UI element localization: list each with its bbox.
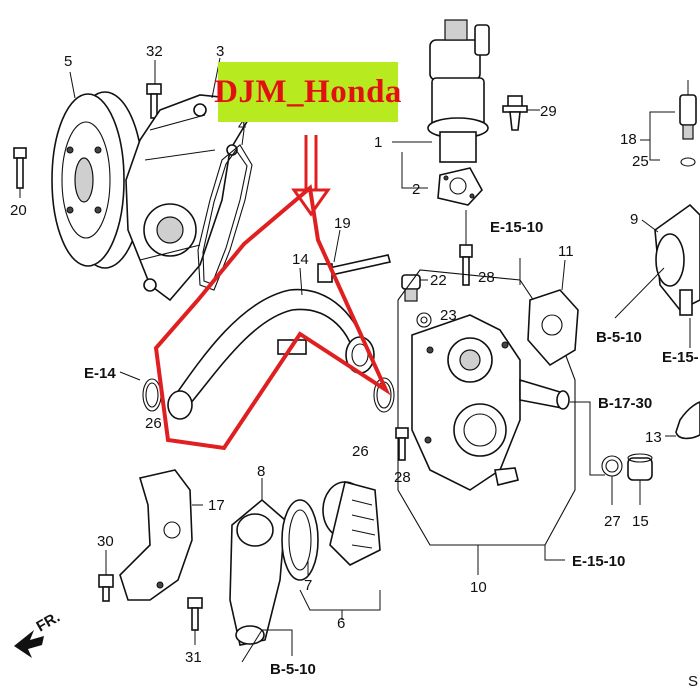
thermostat-part-6	[299, 481, 381, 620]
sensor-part-18	[640, 80, 697, 161]
callout-29: 29	[540, 103, 557, 120]
sensor-part-22	[401, 274, 428, 302]
bolt-part-19	[317, 229, 392, 283]
outlet-part-9	[641, 203, 700, 348]
b5-10-right-leader	[614, 267, 665, 319]
clamp-part-27	[601, 455, 623, 505]
hose-part-13	[665, 401, 700, 440]
callout-3: 3	[216, 43, 224, 60]
bolt-part-32	[146, 60, 162, 119]
callout-11: 11	[558, 243, 574, 260]
callout-6: 6	[337, 615, 345, 632]
watermark-banner: DJM_Honda	[214, 62, 401, 122]
callout-19: 19	[334, 215, 351, 232]
callout-27: 27	[604, 513, 621, 530]
callout-9: 9	[630, 211, 638, 228]
b17-30-leader	[570, 401, 605, 476]
callout-20: 20	[10, 202, 27, 219]
callout-28-lower: 28	[394, 469, 411, 486]
callout-23: 23	[440, 307, 457, 324]
thermostat-housing-part-10	[411, 314, 570, 491]
water-passage-part-8	[229, 478, 286, 646]
ref-e15-right: E-15-	[662, 349, 699, 366]
callout-22: 22	[430, 272, 447, 289]
front-marker-label: FR.	[34, 609, 63, 636]
bolt-part-28-upper	[459, 210, 473, 286]
egr-valve-part-1	[392, 19, 490, 163]
ref-b5-10-bottom: B-5-10	[270, 661, 316, 678]
red-down-arrow	[291, 135, 331, 217]
ref-b17-30: B-17-30	[598, 395, 652, 412]
highlight-outline	[153, 184, 391, 451]
callout-2: 2	[412, 181, 420, 198]
bolt-part-30	[98, 550, 114, 602]
b5-10-bottom-leader	[241, 629, 293, 663]
pulley-part-5	[51, 71, 144, 269]
e14-leader	[119, 371, 141, 381]
callout-5: 5	[64, 53, 72, 70]
o-ring-part-7	[281, 499, 319, 581]
corner-code: S	[688, 673, 698, 690]
ref-b5-10-right: B-5-10	[596, 329, 642, 346]
washer-part-25	[680, 157, 696, 167]
callout-1: 1	[374, 134, 382, 151]
bolt-part-31	[187, 597, 203, 645]
callout-32: 32	[146, 43, 163, 60]
bolt-part-20	[13, 147, 27, 198]
callout-10: 10	[470, 579, 487, 596]
callout-13: 13	[645, 429, 662, 446]
sensor-part-29	[502, 95, 540, 131]
callout-25: 25	[632, 153, 649, 170]
callout-17: 17	[208, 497, 225, 514]
callout-26-left: 26	[145, 415, 162, 432]
callout-8: 8	[257, 463, 265, 480]
ref-e14: E-14	[84, 365, 116, 382]
o-ring-part-26-left	[142, 378, 162, 412]
callout-18: 18	[620, 131, 637, 148]
callout-7: 7	[304, 577, 312, 594]
callout-28-upper: 28	[478, 269, 495, 286]
callout-31: 31	[185, 649, 202, 666]
bolt-part-28-lower	[395, 427, 409, 461]
watermark-text: DJM_Honda	[214, 73, 402, 110]
assembly-box-part-10	[397, 258, 576, 575]
ref-e15-10-bottom: E-15-10	[572, 553, 625, 570]
callout-26-right: 26	[352, 443, 369, 460]
gasket-part-11	[527, 259, 579, 367]
cap-part-15	[627, 453, 653, 505]
bracket-part-17	[119, 469, 203, 601]
callout-14: 14	[292, 251, 309, 268]
front-direction-arrow	[14, 630, 44, 658]
ref-e15-10-top: E-15-10	[490, 219, 543, 236]
callout-30: 30	[97, 533, 114, 550]
callout-4: 4	[238, 117, 246, 134]
washer-part-23	[416, 312, 432, 328]
callout-15: 15	[632, 513, 649, 530]
gasket-part-2	[401, 152, 483, 206]
